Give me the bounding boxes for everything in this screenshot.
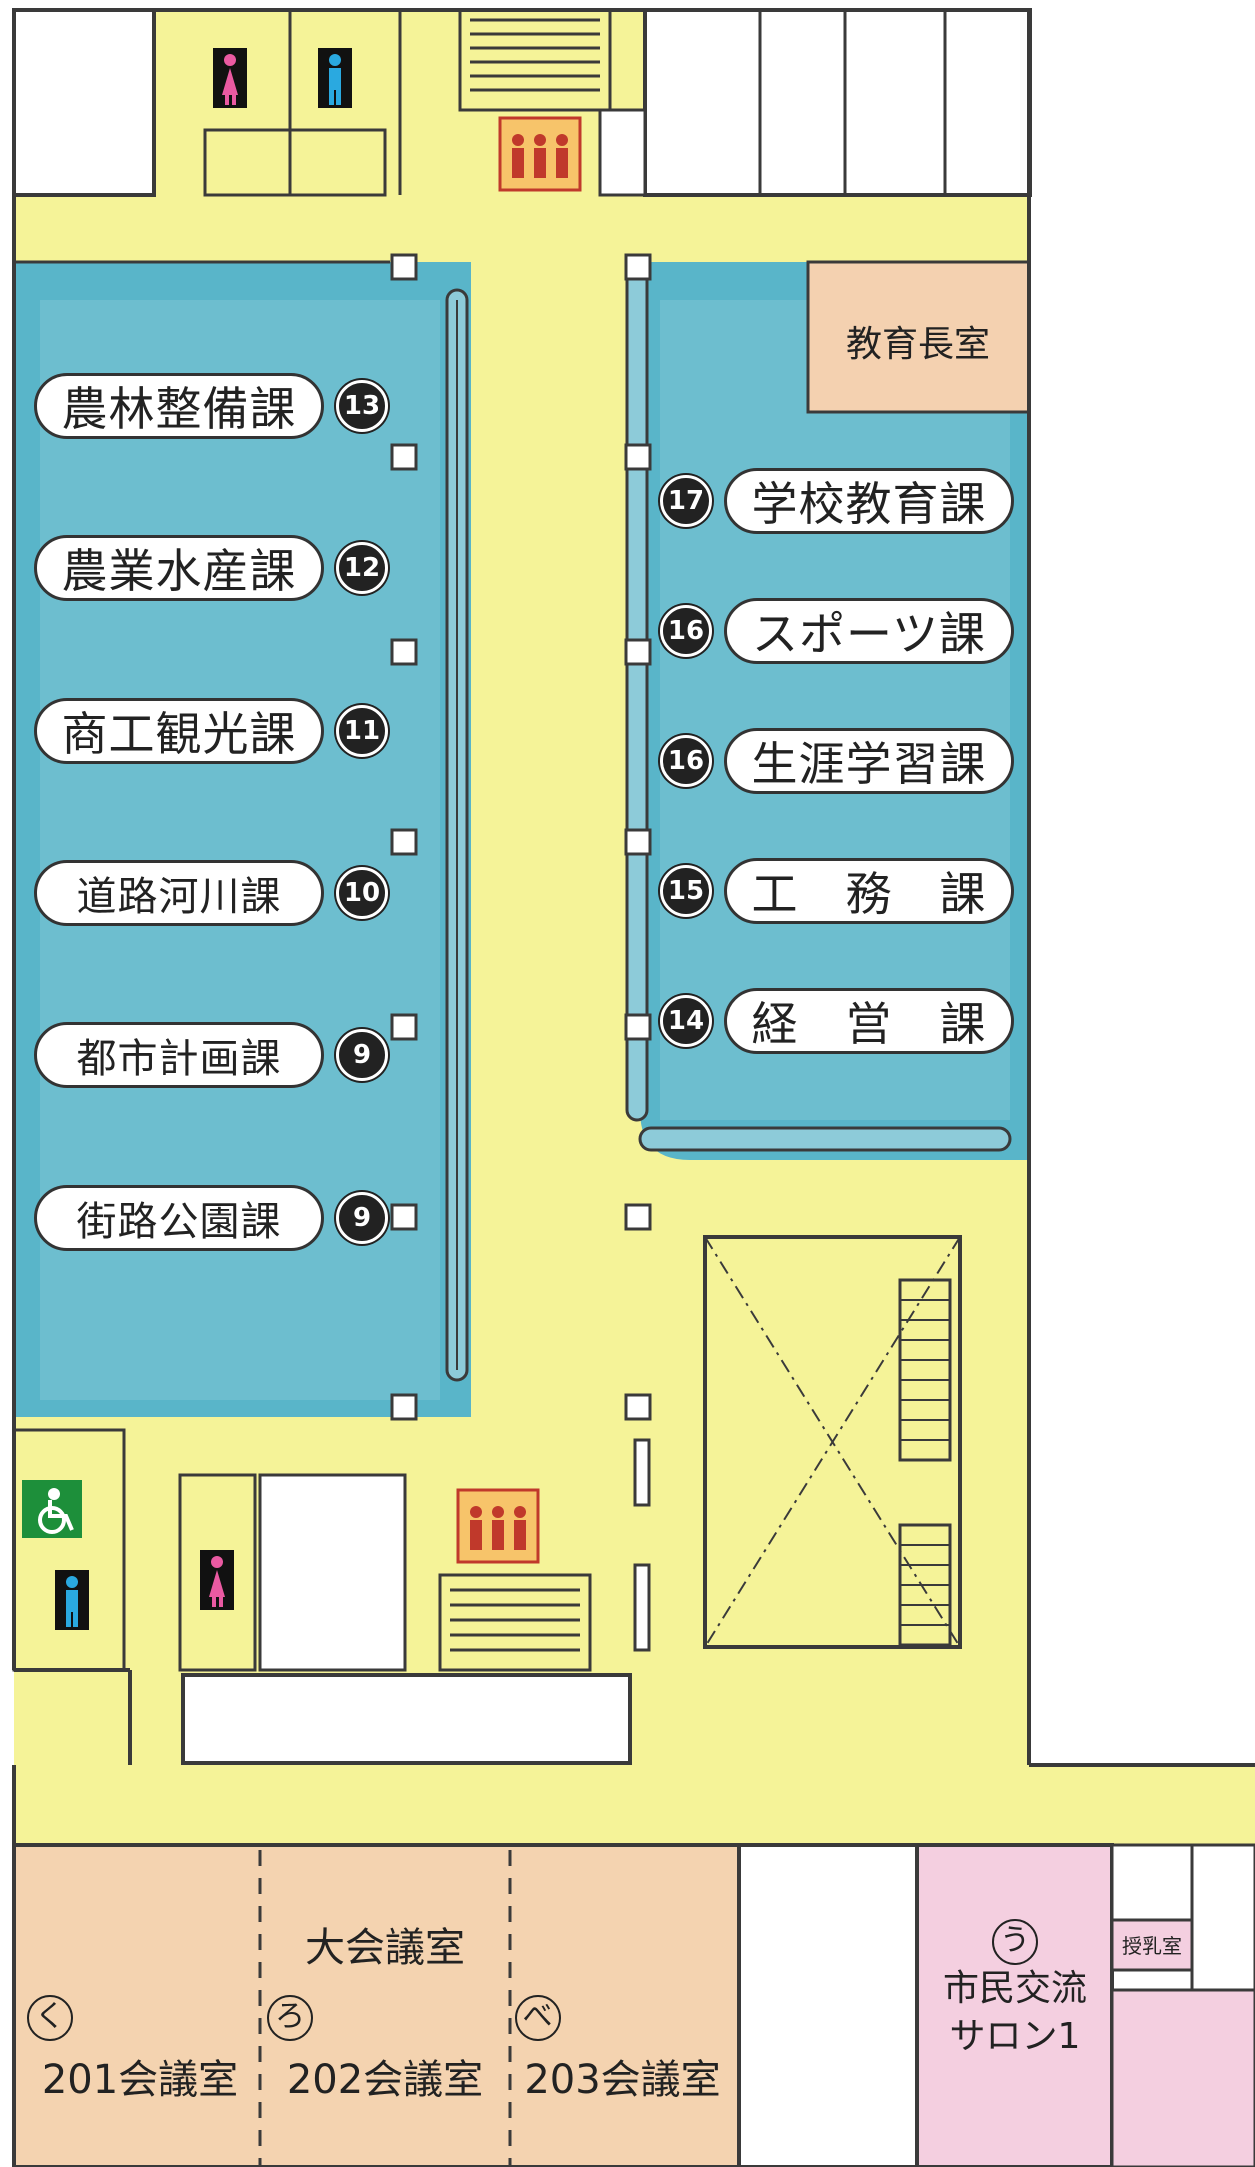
lower-wide-blank-room — [181, 1673, 632, 1765]
office-number-badge: 15 — [660, 865, 712, 917]
meeting-room-block — [12, 1843, 741, 2167]
room-mark: べ — [514, 1995, 561, 2041]
office-label[interactable]: 生涯学習課 — [724, 728, 1014, 794]
office-label[interactable]: 学校教育課 — [724, 468, 1014, 534]
male-restroom-icon — [55, 1570, 89, 1630]
office-number-badge: 10 — [336, 867, 388, 919]
office-label-row: 都市計画課 9 — [34, 1022, 388, 1088]
office-label[interactable]: 商工観光課 — [34, 698, 324, 764]
female-restroom-icon — [213, 48, 247, 108]
stairs-icon — [438, 1573, 592, 1672]
office-label-row: 17 学校教育課 — [660, 468, 1014, 534]
meeting-room-203[interactable]: べ 203会議室 — [510, 1990, 735, 2105]
atrium-void-icon — [703, 1235, 962, 1649]
office-label-row: 16 スポーツ課 — [660, 598, 1014, 664]
office-label[interactable]: 都市計画課 — [34, 1022, 324, 1088]
office-number-badge: 11 — [336, 705, 388, 757]
office-label-row: 14 経 営 課 — [660, 988, 1014, 1054]
male-restroom-icon — [318, 48, 352, 108]
office-label-row: 農林整備課 13 — [34, 373, 388, 439]
office-number-badge: 12 — [336, 542, 388, 594]
office-label[interactable]: 街路公園課 — [34, 1185, 324, 1251]
meeting-room-201[interactable]: く 201会議室 — [20, 1990, 260, 2105]
office-number-badge: 9 — [336, 1192, 388, 1244]
top-room-left — [12, 8, 156, 197]
room-name: 202会議室 — [286, 2057, 484, 2103]
lower-blank-room — [258, 1473, 407, 1672]
elevator-icon — [456, 1488, 540, 1564]
office-label[interactable]: スポーツ課 — [724, 598, 1014, 664]
lower-corridor — [14, 1765, 1255, 1845]
office-label-row: 街路公園課 9 — [34, 1185, 388, 1251]
salon-room — [915, 1843, 1114, 2167]
stairs-icon — [458, 8, 612, 112]
office-number-badge: 14 — [660, 995, 712, 1047]
office-label[interactable]: 農業水産課 — [34, 535, 324, 601]
office-label[interactable]: 経 営 課 — [724, 988, 1014, 1054]
large-meeting-room-label[interactable]: 大会議室 — [305, 1925, 465, 1971]
female-restroom-icon — [200, 1550, 234, 1610]
chief-room — [806, 260, 1031, 414]
elevator-icon — [498, 116, 582, 192]
office-number-badge: 17 — [660, 475, 712, 527]
salon-label[interactable]: う 市民交流 サロン1 — [920, 1915, 1110, 2061]
office-label[interactable]: 道路河川課 — [34, 860, 324, 926]
office-label-row: 道路河川課 10 — [34, 860, 388, 926]
wheelchair-accessible-icon — [22, 1480, 82, 1538]
office-label[interactable]: 工 務 課 — [724, 858, 1014, 924]
salon-line-2: サロン1 — [949, 2016, 1081, 2057]
chief-room-label[interactable]: 教育長室 — [845, 324, 990, 365]
room-name: 203会議室 — [524, 2057, 721, 2103]
room-mark: う — [992, 1919, 1038, 1965]
nursing-room-label[interactable]: 授乳室 — [1122, 1934, 1182, 1958]
room-mark: く — [27, 1995, 73, 2041]
bottom-blank-room — [737, 1843, 919, 2167]
office-label-row: 16 生涯学習課 — [660, 728, 1014, 794]
office-number-badge: 16 — [660, 735, 712, 787]
room-mark: ろ — [267, 1995, 313, 2041]
office-label-row: 商工観光課 11 — [34, 698, 388, 764]
meeting-room-202[interactable]: ろ 202会議室 — [265, 1990, 505, 2105]
office-number-badge: 9 — [336, 1029, 388, 1081]
room-name: 201会議室 — [41, 2057, 239, 2103]
office-label-row: 農業水産課 12 — [34, 535, 388, 601]
office-number-badge: 16 — [660, 605, 712, 657]
salon-line-1: 市民交流 — [942, 1968, 1087, 2009]
top-room-right — [643, 8, 1032, 197]
office-label-row: 15 工 務 課 — [660, 858, 1014, 924]
office-label[interactable]: 農林整備課 — [34, 373, 324, 439]
office-number-badge: 13 — [336, 380, 388, 432]
